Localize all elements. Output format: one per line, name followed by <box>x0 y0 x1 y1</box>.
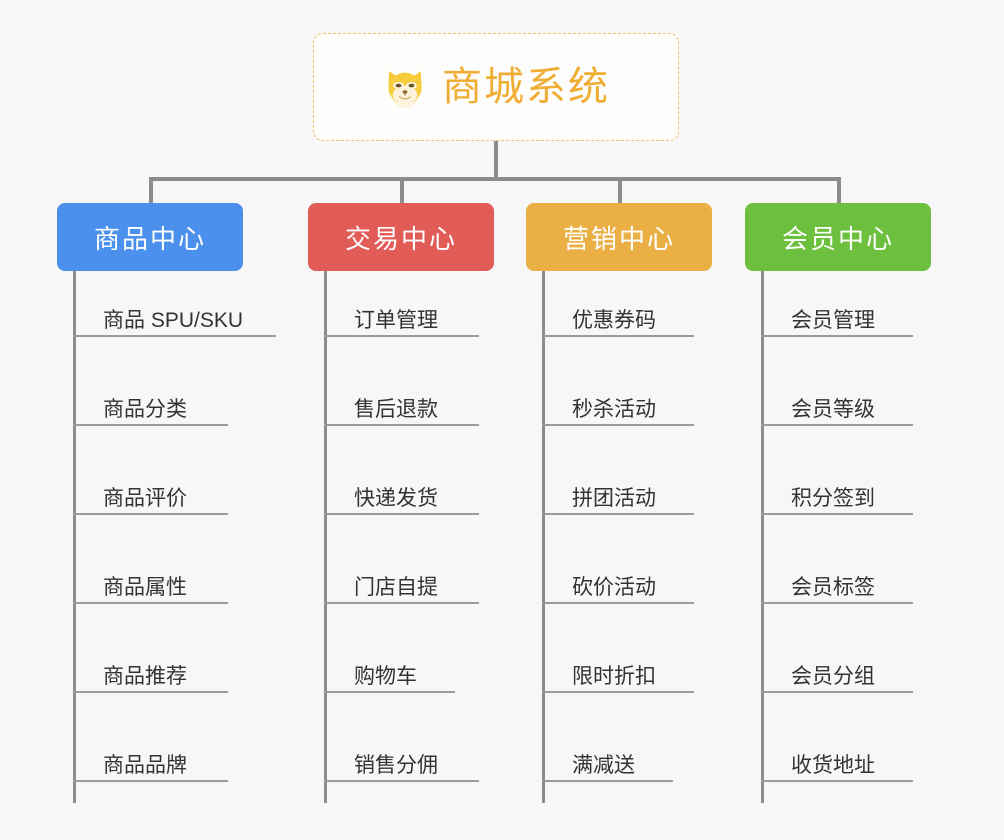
connector-horizontal-bus <box>149 177 841 181</box>
leaf-label: 商品属性 <box>103 576 187 599</box>
leaf-item[interactable]: 商品评价 <box>73 487 228 515</box>
category-box-2[interactable]: 交易中心 <box>308 203 494 271</box>
leaf-item[interactable]: 售后退款 <box>324 398 479 426</box>
leaf-item[interactable]: 销售分佣 <box>324 754 479 782</box>
connector-drop-4 <box>837 177 841 206</box>
leaf-item[interactable]: 拼团活动 <box>542 487 694 515</box>
leaf-label: 商品品牌 <box>103 754 187 777</box>
category-box-3[interactable]: 营销中心 <box>526 203 712 271</box>
leaf-label: 销售分佣 <box>354 754 438 777</box>
leaf-label: 拼团活动 <box>572 487 656 510</box>
category-box-1[interactable]: 商品中心 <box>57 203 243 271</box>
leaf-item[interactable]: 商品品牌 <box>73 754 228 782</box>
connector-drop-3 <box>618 177 622 206</box>
connector-root-stem <box>494 141 498 180</box>
spine-4 <box>761 271 764 803</box>
category-label-4: 会员中心 <box>781 223 894 254</box>
shiba-inu-dog-face-icon <box>382 64 428 110</box>
leaf-label: 砍价活动 <box>572 576 656 599</box>
category-label-3: 营销中心 <box>562 223 675 254</box>
leaf-item[interactable]: 会员管理 <box>761 309 913 337</box>
leaf-item[interactable]: 购物车 <box>324 665 455 693</box>
leaf-label: 商品评价 <box>103 487 187 510</box>
spine-3 <box>542 271 545 803</box>
spine-1 <box>73 271 76 803</box>
leaf-item[interactable]: 订单管理 <box>324 309 479 337</box>
root-title: 商城系统 <box>442 65 610 109</box>
leaf-item[interactable]: 商品属性 <box>73 576 228 604</box>
leaf-item[interactable]: 门店自提 <box>324 576 479 604</box>
leaf-item[interactable]: 商品 SPU/SKU <box>73 309 276 337</box>
leaf-label: 会员等级 <box>791 398 875 421</box>
leaf-item[interactable]: 商品推荐 <box>73 665 228 693</box>
leaf-label: 售后退款 <box>354 398 438 421</box>
leaf-label: 门店自提 <box>354 576 438 599</box>
leaf-item[interactable]: 优惠券码 <box>542 309 694 337</box>
category-label-1: 商品中心 <box>93 223 206 254</box>
leaf-label: 商品推荐 <box>103 665 187 688</box>
leaf-item[interactable]: 会员标签 <box>761 576 913 604</box>
leaf-label: 会员分组 <box>791 665 875 688</box>
leaf-label: 商品分类 <box>103 398 187 421</box>
leaf-label: 会员管理 <box>791 309 875 332</box>
category-box-4[interactable]: 会员中心 <box>745 203 931 271</box>
leaf-item[interactable]: 快递发货 <box>324 487 479 515</box>
connector-drop-2 <box>400 177 404 206</box>
connector-drop-1 <box>149 177 153 206</box>
spine-2 <box>324 271 327 803</box>
leaf-item[interactable]: 积分签到 <box>761 487 913 515</box>
leaf-item[interactable]: 商品分类 <box>73 398 228 426</box>
category-label-2: 交易中心 <box>344 223 457 254</box>
leaf-label: 优惠券码 <box>572 309 656 332</box>
leaf-item[interactable]: 会员分组 <box>761 665 913 693</box>
leaf-label: 订单管理 <box>354 309 438 332</box>
leaf-item[interactable]: 秒杀活动 <box>542 398 694 426</box>
root-node[interactable]: 商城系统 <box>313 33 679 141</box>
leaf-label: 秒杀活动 <box>572 398 656 421</box>
leaf-label: 快递发货 <box>354 487 438 510</box>
leaf-label: 会员标签 <box>791 576 875 599</box>
leaf-label: 限时折扣 <box>572 665 656 688</box>
leaf-label: 收货地址 <box>791 754 875 777</box>
leaf-item[interactable]: 满减送 <box>542 754 673 782</box>
leaf-item[interactable]: 限时折扣 <box>542 665 694 693</box>
leaf-label: 积分签到 <box>791 487 875 510</box>
leaf-label: 满减送 <box>572 754 635 777</box>
leaf-item[interactable]: 砍价活动 <box>542 576 694 604</box>
leaf-item[interactable]: 会员等级 <box>761 398 913 426</box>
leaf-label: 商品 SPU/SKU <box>103 309 244 332</box>
leaf-label: 购物车 <box>354 665 417 688</box>
leaf-item[interactable]: 收货地址 <box>761 754 913 782</box>
